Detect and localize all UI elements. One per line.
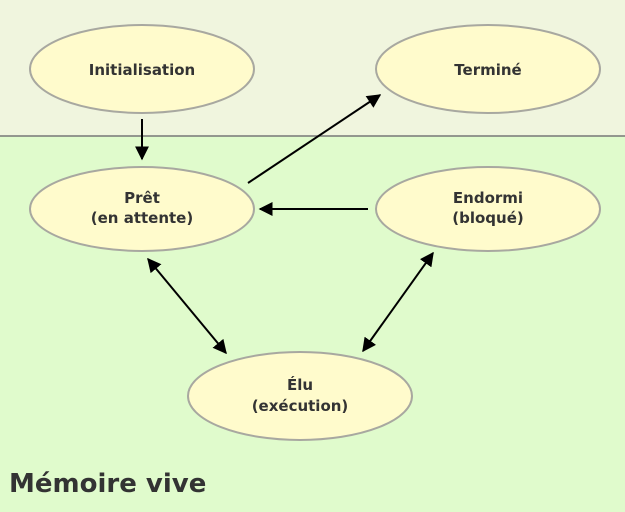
arrow-endormi-elu: [362, 251, 434, 353]
state-label: Initialisation: [89, 61, 195, 79]
state-label: Terminé: [454, 61, 521, 79]
region-label: Mémoire vive: [9, 469, 206, 499]
state-sublabel: (bloqué): [452, 209, 523, 227]
state-label: Endormi: [453, 189, 523, 207]
state-label: Prêt: [124, 189, 160, 207]
state-label: Élu: [287, 375, 313, 394]
state-endormi: Endormi (bloqué): [375, 166, 601, 252]
state-sublabel: (exécution): [252, 397, 349, 415]
state-sublabel: (en attente): [91, 209, 193, 227]
state-pret: Prêt (en attente): [29, 166, 255, 252]
state-init: Initialisation: [29, 24, 255, 114]
state-elu: Élu (exécution): [187, 351, 413, 441]
arrow-pret-to-termine: [247, 94, 382, 184]
state-termine: Terminé: [375, 24, 601, 114]
arrow-pret-elu: [147, 257, 227, 355]
